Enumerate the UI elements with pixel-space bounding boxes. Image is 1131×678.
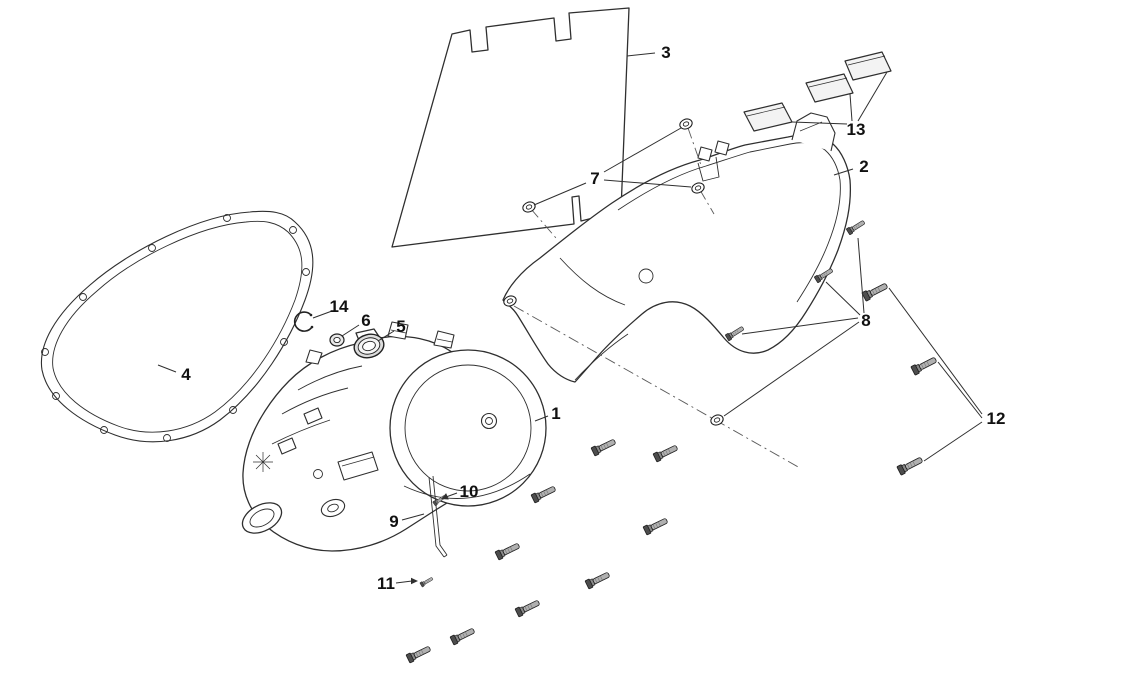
- part-label-11: 11: [377, 574, 395, 593]
- part-label-13: 13: [847, 120, 866, 139]
- part-label-2: 2: [859, 157, 868, 176]
- callout-10: 10: [441, 482, 478, 501]
- axis-lines: [513, 127, 801, 469]
- screw-part-11: [419, 575, 434, 588]
- rubber-pads-part-13: [743, 51, 892, 132]
- rod-part-9: [428, 475, 448, 558]
- pad-2: [805, 73, 854, 103]
- callout-14: 14: [312, 297, 349, 319]
- bolts-part-12: [861, 280, 939, 476]
- oil-seal-part-5: [353, 333, 385, 359]
- crankcase-cover-part-1: [241, 321, 547, 552]
- part-label-5: 5: [396, 317, 405, 336]
- callouts: 1 2 3 4 5 6 7: [157, 43, 1006, 593]
- part-label-3: 3: [661, 43, 670, 62]
- callout-11: 11: [377, 574, 418, 593]
- gasket-bolt-holes: [41, 214, 310, 442]
- part-label-4: 4: [181, 365, 191, 384]
- part-label-8: 8: [861, 311, 870, 330]
- part-label-1: 1: [551, 404, 560, 423]
- part-label-10: 10: [460, 482, 479, 501]
- star-mark: [253, 452, 273, 472]
- part-label-9: 9: [389, 512, 398, 531]
- insulation-sheet-part-3: [391, 7, 630, 248]
- cover-hole: [320, 498, 346, 518]
- part-label-14: 14: [330, 297, 349, 316]
- cvt-dome: [389, 349, 547, 507]
- pad-3: [844, 51, 892, 81]
- callout-5: 5: [377, 317, 406, 342]
- side-cover-part-2: [502, 112, 852, 383]
- part-label-6: 6: [361, 311, 370, 330]
- part-label-12: 12: [987, 409, 1006, 428]
- callout-13: 13: [791, 71, 888, 139]
- callout-1: 1: [534, 404, 561, 423]
- callout-8: 8: [723, 237, 871, 417]
- part-label-7: 7: [590, 169, 599, 188]
- callout-7: 7: [533, 127, 692, 206]
- circlip-part-14: [293, 311, 314, 332]
- callout-4: 4: [157, 364, 191, 384]
- callout-6: 6: [341, 311, 371, 337]
- gasket-part-4: [40, 210, 314, 443]
- collar-part-6: [329, 333, 345, 347]
- callout-3: 3: [626, 43, 671, 62]
- callout-9: 9: [389, 512, 425, 531]
- callout-12: 12: [888, 287, 1006, 462]
- callout-2: 2: [833, 157, 869, 176]
